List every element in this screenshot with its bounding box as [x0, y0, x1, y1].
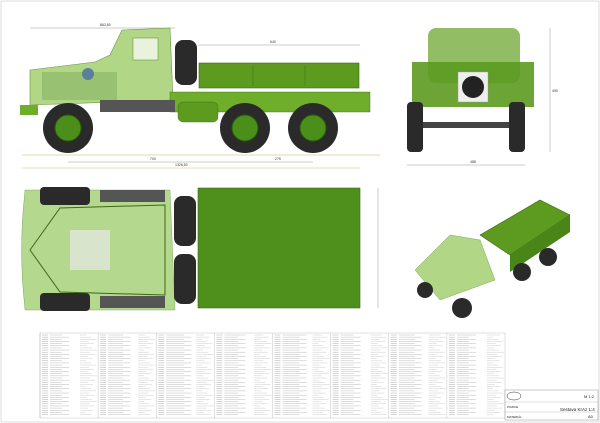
dim-bed-length: 640: [270, 40, 276, 44]
parts-list-table: [39, 332, 506, 419]
cargo-bed-top: [197, 187, 361, 309]
format-label: A0: [588, 414, 594, 419]
isometric-view: [414, 199, 571, 318]
wheel: [513, 263, 531, 281]
dim-overall-length: 1326,50: [175, 163, 188, 167]
spare-wheel: [175, 40, 197, 85]
wheel: [43, 103, 93, 153]
cargo-bed: [198, 62, 360, 89]
position-label: POZICE: [507, 405, 518, 409]
engine: [70, 230, 110, 270]
top-view: [21, 187, 379, 311]
drawing-title: Sestava KrAz 1:4: [560, 407, 595, 412]
title-block: M 1:2 POZICE Sestava KrAz 1:4 MATERIÁL A…: [504, 389, 599, 421]
running-board: [100, 100, 175, 112]
material-label: MATERIÁL: [507, 415, 522, 419]
dim-front-height: 490: [552, 89, 558, 93]
axle: [423, 122, 509, 128]
front-bumper: [20, 105, 38, 115]
engine: [42, 72, 117, 100]
scale-label: M 1:2: [584, 394, 595, 399]
wheel: [220, 103, 270, 153]
front-view: 490 488: [407, 28, 558, 166]
dim-wheelbase-rear: 275: [275, 157, 281, 161]
side-view: 863,80 640 700 275 1326,50: [20, 23, 380, 169]
cab-window: [132, 37, 159, 61]
fan: [462, 76, 484, 98]
wheel: [539, 248, 557, 266]
wheel: [509, 102, 525, 152]
company-logo: [506, 391, 522, 401]
spare-wheel: [174, 196, 196, 246]
spare-wheel: [174, 254, 196, 304]
cab-iso: [414, 234, 496, 301]
dim-wheelbase-front: 700: [150, 157, 156, 161]
wheel: [417, 282, 433, 298]
dim-cab-length: 863,80: [100, 23, 111, 27]
engine-part: [82, 68, 94, 80]
wheel: [40, 187, 90, 205]
wheel: [288, 103, 338, 153]
wheel: [407, 102, 423, 152]
dim-front-width: 488: [470, 160, 476, 164]
wheel: [452, 298, 472, 318]
wheel: [40, 293, 90, 311]
fuel-tank: [177, 101, 219, 123]
